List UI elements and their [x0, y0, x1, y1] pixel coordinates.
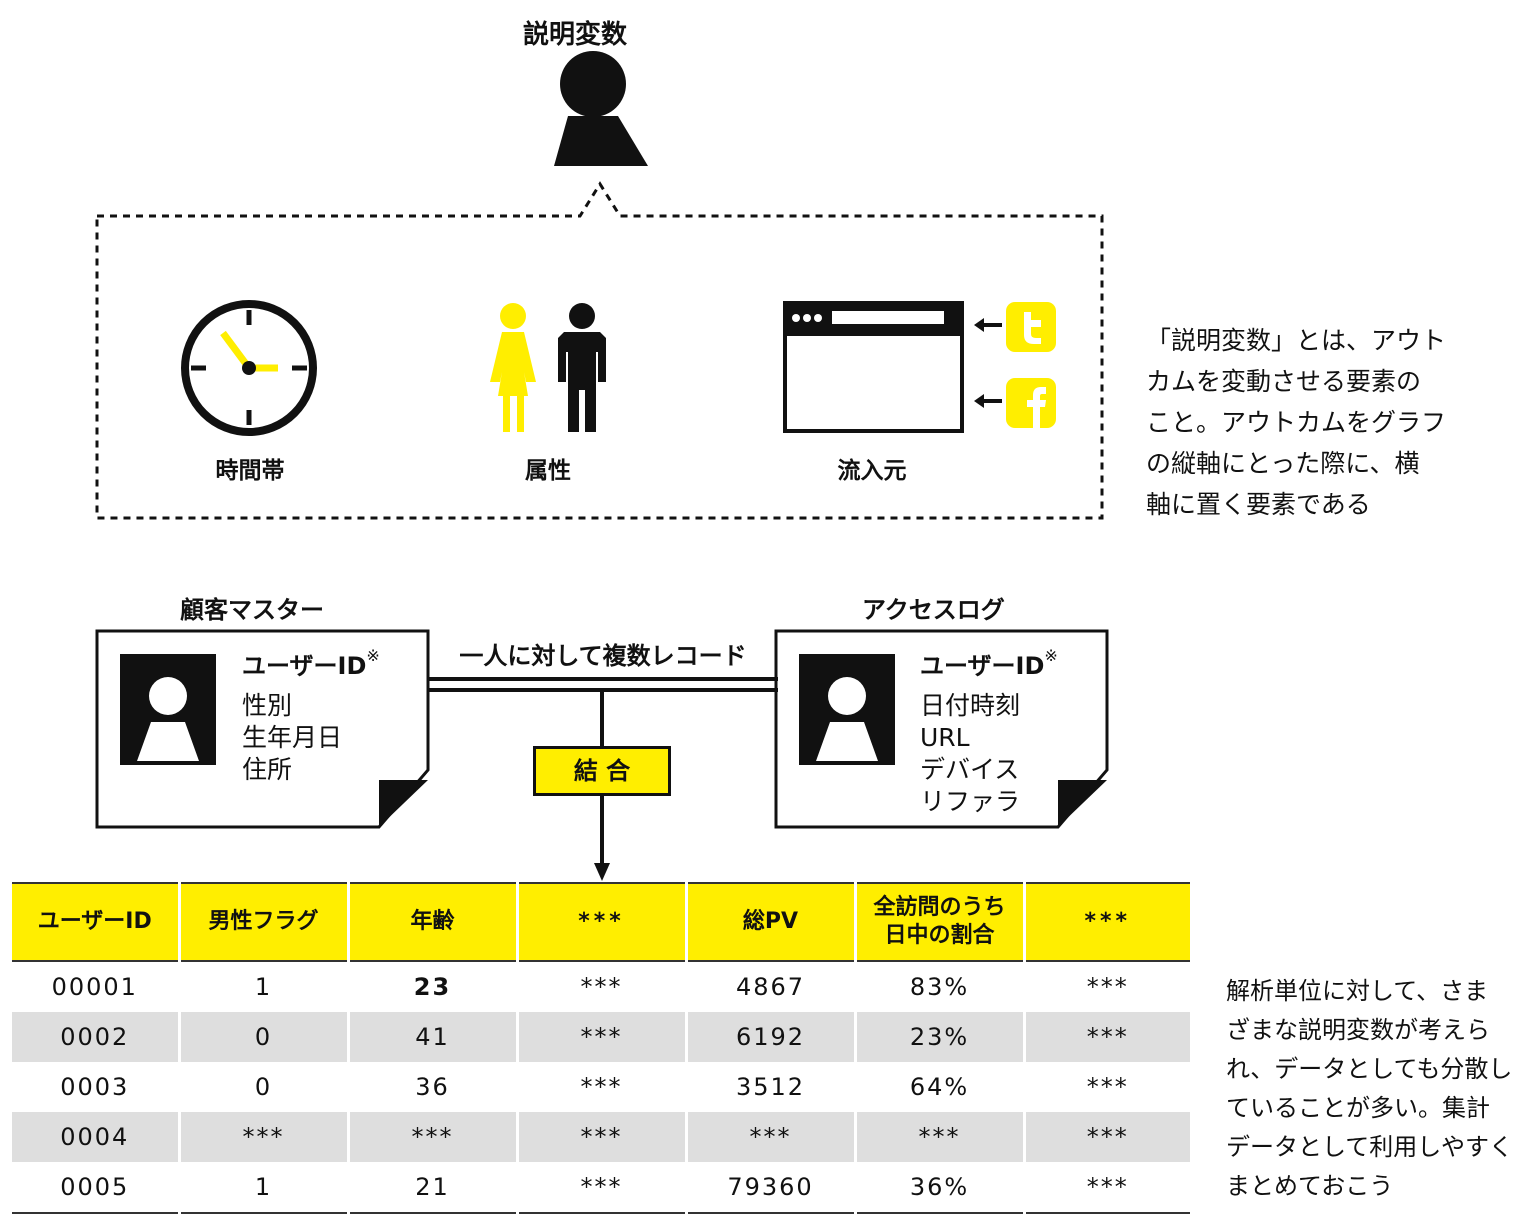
cell: ***: [1022, 1012, 1190, 1062]
time-of-day-label: 時間帯: [215, 458, 285, 484]
cell: ***: [515, 1062, 686, 1112]
note-line: の縦軸にとった際に、横: [1146, 449, 1420, 478]
cell: 1: [177, 961, 348, 1012]
cell: ***: [346, 1112, 517, 1162]
header-placeholder: ***: [515, 883, 686, 962]
analysis-note: 解析単位に対して、さま ざまな説明変数が考えら れ、データとしても分散し ている…: [1226, 972, 1532, 1206]
cell: 0002: [12, 1012, 179, 1062]
field-referrer: リファラ: [920, 787, 1021, 816]
cell: ***: [515, 961, 686, 1012]
joined-data-table: ユーザーID 男性フラグ 年齢 *** 総PV 全訪問のうち日中の割合 *** …: [12, 882, 1190, 1214]
header-age: 年齢: [346, 883, 517, 962]
note-line: ていることが多い。集計: [1226, 1094, 1490, 1122]
cell: 83%: [853, 961, 1024, 1012]
people-icon: [490, 303, 606, 432]
note-line: カムを変動させる要素の: [1146, 367, 1422, 396]
header-user-id: ユーザーID: [12, 883, 179, 962]
cell: 4867: [684, 961, 855, 1012]
cell: 41: [346, 1012, 517, 1062]
dotted-frame: [95, 181, 1104, 520]
field-datetime: 日付時刻: [920, 691, 1021, 720]
traffic-source-label: 流入元: [837, 458, 907, 484]
field-gender: 性別: [242, 691, 293, 720]
cell: 0003: [60, 1073, 130, 1101]
clock-icon: [181, 300, 317, 436]
header-male-flag: 男性フラグ: [177, 883, 348, 962]
note-line: データとして利用しやすく: [1226, 1133, 1514, 1161]
cell: 0004: [12, 1112, 179, 1162]
field-address: 住所: [242, 755, 293, 784]
field-birthdate: 生年月日: [242, 723, 343, 752]
cell: 3512: [684, 1062, 855, 1112]
explanatory-variable-title: 説明変数: [522, 20, 627, 50]
access-log-card: [774, 629, 1109, 829]
note-line: 「説明変数」とは、アウト: [1146, 326, 1447, 355]
cell: ***: [684, 1112, 855, 1162]
table-row: 0005 1 21 *** 79360 36% ***: [12, 1162, 1190, 1214]
cell: ***: [515, 1162, 686, 1214]
attribute-label: 属性: [525, 458, 571, 484]
cell: 64%: [853, 1062, 1024, 1112]
cell: 0: [177, 1012, 348, 1062]
cell: ***: [515, 1012, 686, 1062]
left-fields: 性別 生年月日 住所: [242, 690, 342, 786]
cell: 1: [177, 1162, 348, 1214]
table-row: 0004 *** *** *** *** *** ***: [12, 1112, 1190, 1162]
note-line: 軸に置く要素である: [1146, 490, 1371, 519]
note-line: こと。アウトカムをグラフ: [1146, 408, 1447, 437]
header-placeholder: ***: [1022, 883, 1190, 962]
note-line: ざまな説明変数が考えら: [1226, 1016, 1490, 1044]
customer-master-card: [95, 629, 430, 829]
cell: ***: [1022, 1162, 1190, 1214]
header-total-pv: 総PV: [684, 883, 855, 962]
cell: 23%: [853, 1012, 1024, 1062]
right-fields: 日付時刻 URL デバイス リファラ: [920, 690, 1020, 818]
cell: 0: [177, 1062, 348, 1112]
join-box: 結 合: [533, 746, 671, 796]
cell: 0005: [12, 1162, 179, 1214]
table-row: 0003 0 36 *** 3512 64% ***: [12, 1062, 1190, 1112]
browser-window-icon: [783, 301, 1002, 433]
access-log-title: アクセスログ: [862, 596, 1005, 624]
cell: ***: [515, 1112, 686, 1162]
cell: 36%: [853, 1162, 1024, 1214]
table-row: 0002 0 41 *** 6192 23% ***: [12, 1012, 1190, 1062]
cell: ***: [853, 1112, 1024, 1162]
cell: ***: [1022, 961, 1190, 1012]
cell: ***: [1022, 1062, 1190, 1112]
explanatory-variable-note: 「説明変数」とは、アウト カムを変動させる要素の こと。アウトカムをグラフ の縦…: [1146, 320, 1486, 525]
note-line: れ、データとしても分散し: [1226, 1055, 1513, 1083]
cell: 79360: [684, 1162, 855, 1214]
cell: 23: [346, 961, 517, 1012]
relation-label: 一人に対して複数レコード: [459, 642, 747, 670]
field-device: デバイス: [920, 755, 1020, 784]
customer-master-title: 顧客マスター: [180, 596, 324, 624]
cell: ***: [177, 1112, 348, 1162]
right-user-id: ユーザーID※: [920, 646, 1058, 680]
person-icon: [554, 51, 648, 166]
field-url: URL: [920, 723, 970, 752]
facebook-icon: [1006, 378, 1056, 428]
cell: ***: [1022, 1112, 1190, 1162]
note-line: 解析単位に対して、さま: [1226, 977, 1489, 1005]
cell: 6192: [684, 1012, 855, 1062]
left-user-id: ユーザーID※: [242, 646, 380, 680]
twitter-icon: [1006, 302, 1056, 352]
header-daytime-ratio: 全訪問のうち日中の割合: [853, 883, 1024, 962]
note-line: まとめておこう: [1226, 1172, 1394, 1200]
cell: 21: [346, 1162, 517, 1214]
cell: 36: [346, 1062, 517, 1112]
table-row: 00001 1 23 *** 4867 83% ***: [12, 961, 1190, 1012]
cell: 00001: [51, 973, 138, 1001]
table-header-row: ユーザーID 男性フラグ 年齢 *** 総PV 全訪問のうち日中の割合 ***: [12, 883, 1190, 962]
